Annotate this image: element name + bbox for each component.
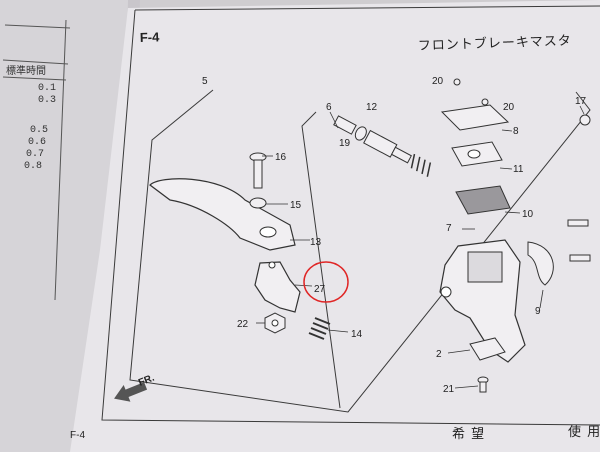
left-table-value: 0.3 [38,95,56,106]
left-table-value: 0.8 [24,161,42,172]
part-label-6: 6 [326,102,332,113]
part-label-13: 13 [310,237,322,248]
left-table-value: 0.1 [38,83,56,94]
leader-lines [256,105,585,389]
part-label-27: 27 [314,284,326,295]
part-label-20a: 20 [432,76,444,87]
part-label-12: 12 [366,102,378,113]
diaphragm [455,185,511,215]
part-label-15: 15 [290,200,302,211]
screw-21 [477,376,489,393]
part-label-9: 9 [535,306,541,317]
part-label-14: 14 [351,329,363,340]
knocker-27 [254,261,301,313]
screw-20 [453,78,489,106]
pivot-bolt [249,152,267,189]
brake-lever [149,178,296,251]
left-table-value: 0.5 [30,125,48,136]
part-label-11: 11 [513,164,524,175]
callout-circle [303,261,349,303]
section-title: フロントブレーキマスタ [418,33,572,54]
left-table-header: 標準時間 [6,64,46,78]
spring-15 [249,197,267,209]
part-label-20b: 20 [503,102,515,113]
section-code: F-4 [140,29,161,45]
master-cylinder-body [439,239,526,363]
nut-22 [264,312,286,334]
part-label-10: 10 [522,209,534,220]
part-label-22: 22 [237,319,249,330]
footer-page-code: F-4 [70,430,85,441]
spring-14 [308,317,331,340]
part-label-19: 19 [339,138,351,149]
assembly-bracket [129,89,591,413]
diaphragm-plate [451,141,503,167]
holder-9 [527,241,554,286]
reservoir-cap [440,104,510,131]
part-label-17: 17 [575,96,587,107]
sub-bracket-12 [301,111,341,409]
left-table: 標準時間 0.1 0.3 0.5 0.6 0.7 0.8 [2,19,71,301]
part-label-7: 7 [446,223,452,234]
part-label-5: 5 [202,76,208,87]
left-table-value: 0.6 [28,137,46,148]
part-label-16: 16 [275,152,287,163]
footer-col-2: 使 用 [568,424,600,440]
footer-col-1: 希 望 [452,426,485,442]
right-edge-parts [567,114,591,262]
left-table-value: 0.7 [26,149,44,160]
brake-switch [469,337,506,361]
part-label-2: 2 [436,349,442,360]
part-label-8: 8 [513,126,519,137]
front-arrow-icon [114,382,148,402]
part-label-21: 21 [443,384,455,395]
piston-set [333,115,432,177]
